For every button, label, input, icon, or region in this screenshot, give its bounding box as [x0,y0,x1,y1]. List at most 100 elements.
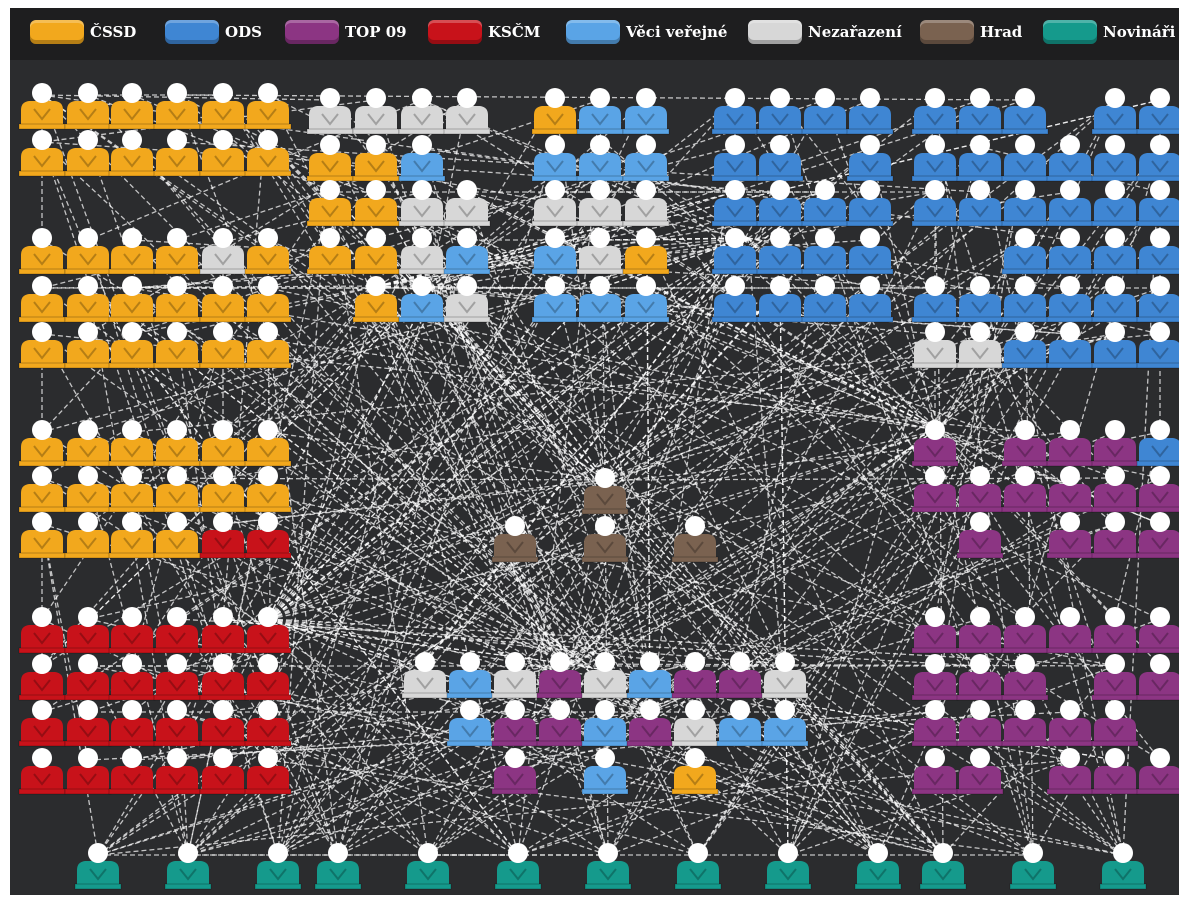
connection-edge [222,239,556,761]
seat-person-icon [1046,607,1094,654]
seat-person-icon [756,228,804,275]
connection-edge [274,146,331,856]
seat-person-icon [1001,607,1049,654]
seat-person-icon [1046,748,1094,795]
connection-edge [734,287,1124,856]
seat-person-icon [443,228,491,275]
seat-person-icon [153,420,201,467]
connection-edge [377,285,936,338]
connection-edge [604,239,826,481]
seat-person-icon [956,748,1004,795]
seat-person-icon [911,748,959,795]
connection-edge [377,97,1161,287]
connection-edge [41,429,941,714]
legend-label: Hrad [980,23,1023,41]
seat-person-icon [671,748,719,795]
connection-edge [329,191,944,856]
connection-edge [377,285,651,665]
connection-edge [335,287,468,856]
connection-edge [377,285,981,667]
seat-person-icon [1091,420,1139,467]
seat-person-icon [531,88,579,135]
seat-person-icon [1136,276,1179,323]
seat-person-icon [622,228,670,275]
seat-person-icon [764,843,812,890]
connection-edge [645,287,1026,620]
seat-person-icon [1136,512,1179,559]
connection-edge [41,287,431,667]
seat-person-icon [911,654,959,701]
seat-person-icon [1136,228,1179,275]
seat-person-icon [1136,322,1179,369]
seat-person-icon [1001,276,1049,323]
seat-person-icon [1091,228,1139,275]
seat-person-icon [1001,420,1049,467]
seat-person-icon [1046,322,1094,369]
connection-edge [87,99,468,335]
seat-person-icon [911,466,959,513]
seat-person-icon [108,276,156,323]
connection-edge [429,287,1026,620]
seat-person-icon [18,748,66,795]
connection-edge [934,146,1028,713]
connection-edge [466,287,789,856]
seat-person-icon [1136,654,1179,701]
seat-person-icon [153,748,201,795]
seat-person-icon [153,83,201,130]
connection-edge [176,94,270,335]
seat-person-icon [64,512,112,559]
seat-person-icon [756,276,804,323]
connection-edge [604,479,936,620]
seat-person-icon [64,420,112,467]
seat-person-icon [1091,512,1139,559]
seat-person-icon [446,700,494,747]
seat-person-icon [626,700,674,747]
connection-edge [942,665,1116,856]
seat-person-icon [153,228,201,275]
seat-person-icon [1136,748,1179,795]
seat-person-icon [756,180,804,227]
seat-person-icon [108,420,156,467]
seat-nodes [18,83,1179,890]
connection-edge [569,662,1116,670]
seat-person-icon [1091,180,1139,227]
seat-person-icon [1001,88,1049,135]
connection-edge [41,141,651,713]
connection-edge [697,477,936,856]
seat-person-icon [64,748,112,795]
connection-edge [87,431,571,665]
connection-edge [131,474,606,482]
seat-person-icon [581,516,629,563]
seat-person-icon [1001,135,1049,182]
seat-person-icon [244,420,292,467]
connection-edge [823,99,941,431]
connection-edge [41,94,1071,243]
ods-swatch-icon [165,20,219,44]
connection-edge [222,431,1071,528]
connection-edge [222,331,941,431]
connection-edge [269,618,519,856]
seat-person-icon [199,228,247,275]
connection-edge [267,429,606,481]
seat-person-icon [64,276,112,323]
seat-person-icon [18,276,66,323]
seat-person-icon [956,700,1004,747]
seat-person-icon [1099,843,1147,890]
connection-edge [269,287,781,620]
seat-person-icon [352,228,400,275]
seat-person-icon [716,652,764,699]
seat-person-icon [1046,180,1094,227]
seat-person-icon [1136,135,1179,182]
legend-label: Novináři [1103,23,1176,41]
legend-label: ODS [225,23,262,41]
seat-person-icon [64,322,112,369]
seat-person-icon [153,466,201,513]
seat-person-icon [801,228,849,275]
seat-person-icon [18,512,66,559]
seat-person-icon [919,843,967,890]
seat-person-icon [199,607,247,654]
seat-person-icon [443,88,491,135]
seat-person-icon [711,135,759,182]
novinari-swatch-icon [1043,20,1097,44]
seat-person-icon [576,180,624,227]
